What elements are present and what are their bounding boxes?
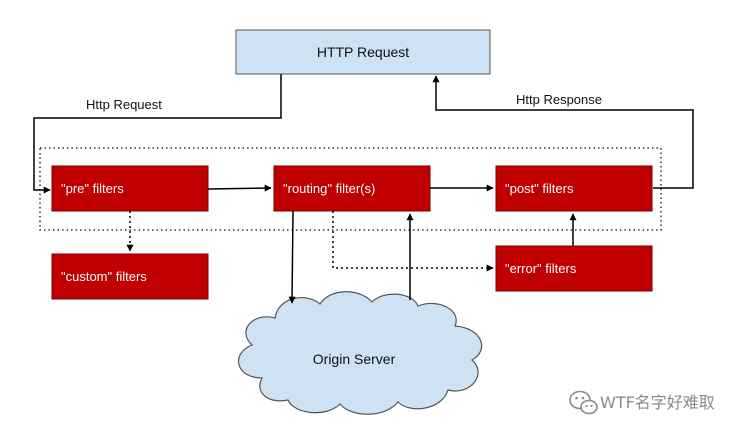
pre-filters-box: "pre" filters: [51, 165, 209, 212]
http-request-edge-label: Http Request: [86, 97, 162, 112]
http-request-box: HTTP Request: [235, 29, 491, 75]
post-filters-label: "post" filters: [505, 181, 574, 196]
post-filters-box: "post" filters: [495, 165, 653, 212]
watermark-text: WTF名字好难取: [600, 393, 715, 412]
routing-to-error-dotted-arrow: [332, 211, 494, 272]
http-request-box-label: HTTP Request: [317, 44, 409, 60]
http-request-edge: [33, 74, 282, 194]
error-filters-label: "error" filters: [505, 261, 577, 276]
routing-filters-label: "routing" filter(s): [283, 181, 375, 196]
http-response-edge: [432, 75, 694, 189]
routing-to-origin-arrow: [288, 210, 296, 304]
http-response-edge-label: Http Response: [516, 92, 602, 107]
origin-server-label: Origin Server: [313, 351, 396, 367]
filter-chain-boundary: [39, 147, 662, 231]
error-filters-box: "error" filters: [495, 245, 653, 292]
pre-to-routing-arrow: [207, 184, 272, 192]
origin-server-cloud: Origin Server: [237, 291, 483, 415]
custom-filters-label: "custom" filters: [61, 269, 147, 284]
pre-filters-label: "pre" filters: [61, 181, 124, 196]
watermark: WTF名字好难取: [569, 390, 715, 415]
wechat-icon: [569, 390, 598, 415]
routing-filters-box: "routing" filter(s): [273, 165, 431, 212]
custom-filters-box: "custom" filters: [51, 253, 209, 300]
